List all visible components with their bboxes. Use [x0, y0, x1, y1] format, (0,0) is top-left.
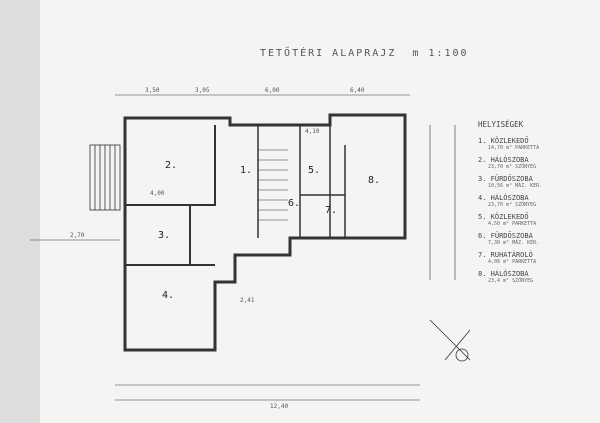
dim-top-4: 6,40 — [350, 87, 365, 94]
dim-top-2: 3,05 — [195, 87, 210, 94]
dim-mid-4: 2,70 — [70, 232, 85, 239]
room-label-2: 2. — [165, 160, 178, 171]
room-label-8: 8. — [368, 175, 381, 186]
room-label-5: 5. — [308, 165, 321, 176]
room-label-1: 1. — [240, 165, 253, 176]
dim-bottom: 12,40 — [270, 403, 289, 410]
dim-mid-3: 4,10 — [305, 128, 320, 135]
legend-heading: HELYISÉGEK — [478, 120, 524, 129]
plan-title: TETŐTÉRI ALAPRAJZ m 1:100 — [260, 48, 469, 59]
room-label-4: 4. — [162, 290, 175, 301]
dim-top-1: 3,50 — [145, 87, 160, 94]
dim-mid-2: 2,41 — [240, 297, 255, 304]
dim-top-3: 6,00 — [265, 87, 280, 94]
dim-mid-1: 4,00 — [150, 190, 165, 197]
room-label-7: 7. — [325, 205, 338, 216]
room-label-6: 6. — [288, 198, 301, 209]
room-label-3: 3. — [158, 230, 171, 241]
